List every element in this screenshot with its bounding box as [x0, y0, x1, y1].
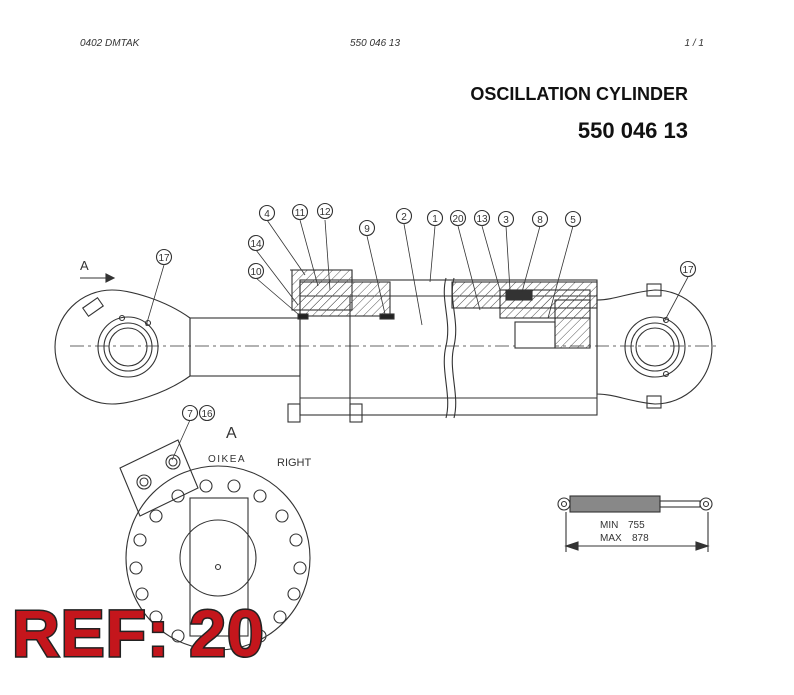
stroke-diagram	[557, 495, 713, 552]
balloon-circles	[155, 202, 697, 422]
balloon-label: 1	[432, 214, 438, 225]
view-side-label: RIGHT	[277, 457, 312, 469]
drawing-part-number: 550 046 13	[577, 118, 688, 143]
balloon-labels: 4 11 12 2 1 20 13 3 8 5 9 14 10 17 17 7 …	[158, 207, 694, 420]
right-rod-eye	[596, 283, 713, 409]
header-document-code: 0402 DMTAK	[80, 38, 140, 49]
balloon-label: 7	[187, 409, 193, 420]
balloon-label: 16	[201, 409, 213, 420]
view-label: A	[226, 425, 237, 442]
end-view-a	[119, 439, 311, 651]
balloon-label: 17	[682, 265, 694, 276]
header-page-number: 1 / 1	[684, 38, 704, 49]
flange-bolts	[129, 479, 307, 643]
view-text: OIKEA	[208, 454, 246, 465]
cylinder-barrel	[287, 269, 598, 423]
balloon-label: 17	[158, 253, 170, 264]
balloon-label: 20	[452, 214, 464, 225]
piston-rod	[189, 317, 301, 377]
stroke-min-value: 755	[628, 520, 645, 531]
header-part-number: 550 046 13	[350, 38, 401, 49]
balloon-label: 14	[250, 239, 262, 250]
balloon-label: 4	[264, 209, 270, 220]
balloon-label: 5	[570, 215, 576, 226]
balloon-label: 12	[319, 207, 331, 218]
left-rod-eye	[54, 289, 191, 405]
balloon-label: 13	[476, 214, 488, 225]
balloon-label: 3	[503, 215, 509, 226]
stroke-max-value: 878	[632, 533, 649, 544]
balloon-label: 9	[364, 224, 370, 235]
view-arrow-label: A	[80, 258, 89, 273]
drawing-title: OSCILLATION CYLINDER	[470, 84, 688, 104]
balloon-label: 8	[537, 215, 543, 226]
stroke-min-label: MIN	[600, 520, 618, 531]
balloon-label: 10	[250, 267, 262, 278]
balloon-label: 2	[401, 212, 407, 223]
balloon-leaders	[145, 219, 689, 461]
stroke-max-label: MAX	[600, 533, 622, 544]
reference-label: REF: 20	[11, 596, 266, 670]
balloon-label: 11	[295, 208, 306, 219]
